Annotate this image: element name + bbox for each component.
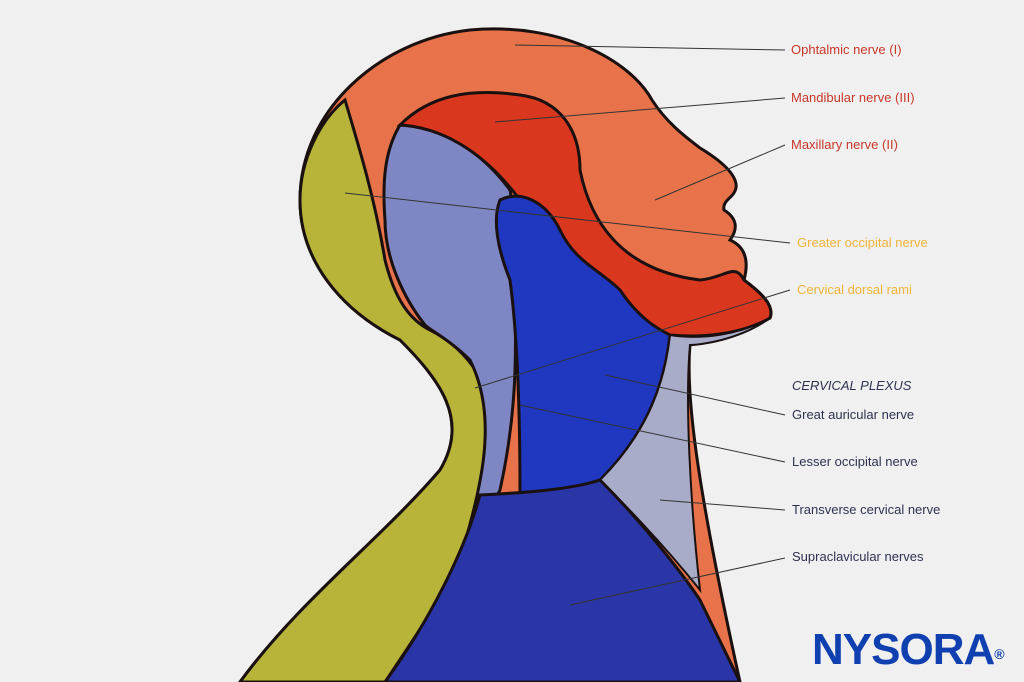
leader-great-auricular	[604, 374, 786, 416]
label-lesser-occipital-nerve: Lesser occipital nerve	[792, 454, 918, 469]
leader-supraclavicular	[569, 557, 786, 606]
leader-maxillary	[654, 144, 786, 201]
leader-mandibular	[494, 97, 786, 123]
cervical-plexus-heading: CERVICAL PLEXUS	[792, 378, 912, 393]
transverse-cervical-region	[598, 317, 771, 594]
supraclavicular-region	[383, 478, 742, 682]
leader-cervical-dorsal	[474, 289, 791, 389]
cervical-dorsal-rami-region	[238, 97, 500, 682]
leader-lesser-occipital	[519, 404, 786, 463]
registered-mark: ®	[994, 646, 1004, 662]
label-maxillary-nerve: Maxillary nerve (II)	[791, 137, 898, 152]
label-great-auricular-nerve: Great auricular nerve	[792, 407, 915, 422]
label-ophthalmic-nerve: Ophtalmic nerve (I)	[791, 42, 902, 57]
leader-greater-occipital	[344, 192, 791, 244]
label-mandibular-nerve: Mandibular nerve (III)	[791, 90, 915, 105]
nysora-logo: NYSORA®	[812, 625, 1005, 674]
label-transverse-cervical-nerve: Transverse cervical nerve	[792, 502, 941, 517]
label-greater-occipital-nerve: Greater occipital nerve	[797, 235, 928, 250]
leader-lines	[344, 44, 791, 606]
leader-transverse	[659, 499, 786, 511]
label-supraclavicular-nerves: Supraclavicular nerves	[792, 549, 924, 564]
leader-ophthalmic	[514, 44, 786, 51]
label-cervical-dorsal-rami: Cervical dorsal rami	[797, 282, 912, 297]
logo-text: NYSORA	[812, 625, 995, 674]
